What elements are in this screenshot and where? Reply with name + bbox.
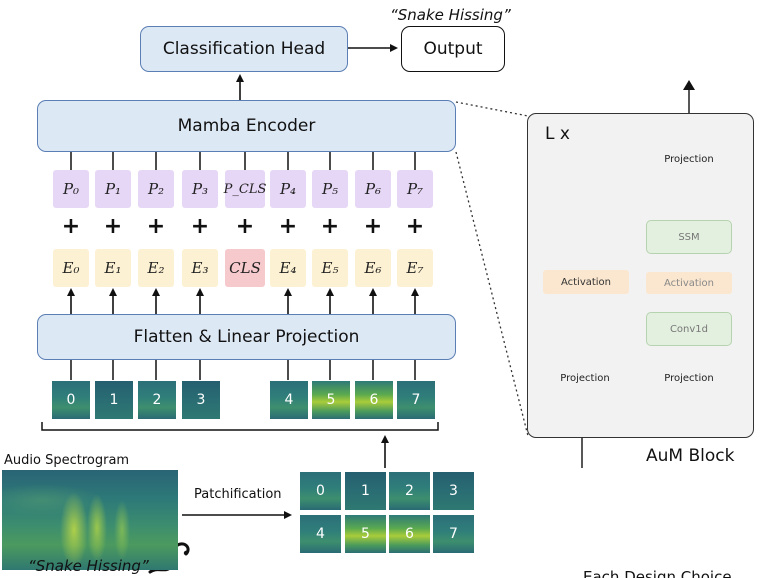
- embedding-arrows: [67, 288, 419, 314]
- position-token-0: P₀: [53, 170, 89, 208]
- aum-projection-left: Projection: [560, 372, 610, 384]
- classification-head: Classification Head: [140, 26, 348, 72]
- position-token-cls: P_CLS: [224, 170, 266, 208]
- aum-activation-left: Activation: [543, 270, 629, 294]
- plus-icon: +: [363, 214, 383, 239]
- grid-patch-2: 2: [389, 472, 430, 510]
- flatten-linear-projection: Flatten & Linear Projection: [37, 314, 456, 360]
- plus-icon: +: [146, 214, 166, 239]
- output-box: Output: [401, 26, 505, 72]
- patchification-label: Patchification: [194, 487, 282, 502]
- aum-projection-top: Projection: [664, 153, 714, 165]
- aum-ssm: SSM: [646, 220, 732, 254]
- position-token-1: P₁: [95, 170, 131, 208]
- top-quote: “Snake Hissing”: [390, 6, 511, 24]
- grid-patch-3: 3: [433, 472, 474, 510]
- grid-patch-6: 6: [389, 515, 430, 553]
- position-token-5: P₅: [312, 170, 348, 208]
- embedding-token-4: E₄: [270, 249, 306, 287]
- patch-5: 5: [312, 381, 350, 419]
- patch-row-brace: [41, 422, 439, 431]
- plus-icon: +: [320, 214, 340, 239]
- patch-6: 6: [355, 381, 393, 419]
- grid-patch-4: 4: [300, 515, 341, 553]
- plus-icon: +: [278, 214, 298, 239]
- embedding-token-2: E₂: [138, 249, 174, 287]
- plus-icon: +: [61, 214, 81, 239]
- mamba-encoder: Mamba Encoder: [37, 100, 456, 152]
- embedding-token-6: E₆: [355, 249, 391, 287]
- aum-projection-right: Projection: [664, 372, 714, 384]
- aum-activation-inner: Activation: [646, 272, 732, 294]
- position-token-3: P₃: [182, 170, 218, 208]
- plus-icon: +: [190, 214, 210, 239]
- grid-patch-1: 1: [345, 472, 386, 510]
- patch-4: 4: [270, 381, 308, 419]
- position-token-6: P₆: [355, 170, 391, 208]
- zoom-line-bottom: [455, 151, 529, 437]
- audio-spectrogram-label: Audio Spectrogram: [4, 453, 130, 468]
- embedding-token-3: E₃: [182, 249, 218, 287]
- patch-7: 7: [397, 381, 435, 419]
- patch-0: 0: [52, 381, 90, 419]
- position-token-4: P₄: [270, 170, 306, 208]
- embedding-token-5: E₅: [312, 249, 348, 287]
- aum-conv1d: Conv1d: [646, 312, 732, 346]
- embedding-token-0: E₀: [53, 249, 89, 287]
- patch-ticks: [70, 360, 416, 380]
- plus-icon: +: [405, 214, 425, 239]
- patch-1: 1: [95, 381, 133, 419]
- embedding-token-cls: CLS: [225, 249, 265, 287]
- cutoff-caption: Each Design Choice: [583, 568, 732, 578]
- position-token-7: P₇: [397, 170, 433, 208]
- audio-spectrogram-image: [2, 470, 178, 570]
- plus-icon: +: [103, 214, 123, 239]
- grid-patch-5: 5: [345, 515, 386, 553]
- aum-repeat-label: L x: [545, 124, 570, 144]
- zoom-line-top: [455, 101, 529, 117]
- aum-output-arrowhead: [683, 80, 695, 90]
- aum-block-caption: AuM Block: [646, 446, 735, 466]
- bottom-quote: “Snake Hissing”: [28, 557, 149, 575]
- patch-3: 3: [182, 381, 220, 419]
- position-token-2: P₂: [138, 170, 174, 208]
- grid-patch-0: 0: [300, 472, 341, 510]
- plus-icon: +: [235, 214, 255, 239]
- grid-patch-7: 7: [433, 515, 474, 553]
- position-ticks: [70, 150, 416, 170]
- patch-2: 2: [138, 381, 176, 419]
- embedding-token-7: E₇: [397, 249, 433, 287]
- embedding-token-1: E₁: [95, 249, 131, 287]
